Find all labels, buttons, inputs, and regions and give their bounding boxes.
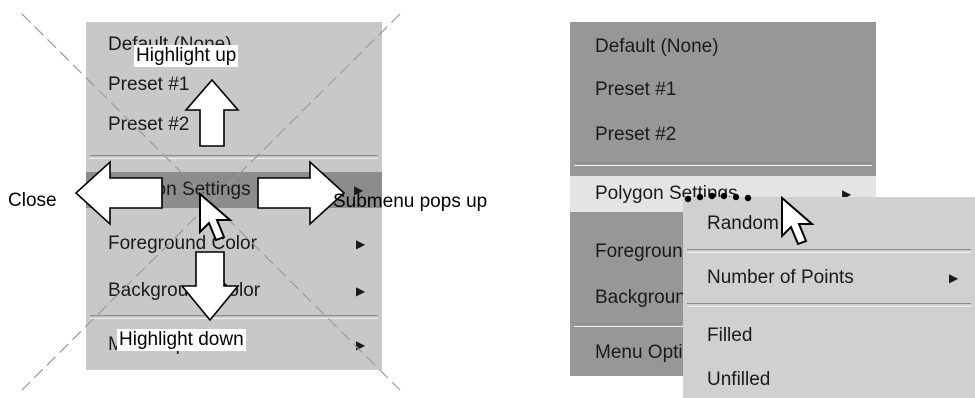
arrow-left-icon <box>74 160 163 226</box>
chevron-right-icon: ▶ <box>356 284 366 298</box>
menu-separator <box>687 303 971 307</box>
right-menu-item-label: Preset #1 <box>595 79 677 100</box>
submenu-item-label: Number of Points <box>707 267 854 288</box>
chevron-right-icon: ▶ <box>356 338 366 352</box>
submenu-item-label: Unfilled <box>707 369 771 390</box>
right-menu-item-default[interactable]: Default (None) <box>570 32 876 62</box>
arrow-right-icon <box>257 160 346 226</box>
right-menu-item-label: Preset #2 <box>595 124 677 145</box>
menu-separator <box>574 162 872 166</box>
submenu-item-label: Random <box>707 213 779 234</box>
left-menu-item-label: Preset #1 <box>108 74 190 95</box>
submenu-item-filled[interactable]: Filled <box>683 321 975 351</box>
chevron-right-icon: ▶ <box>949 271 959 285</box>
submenu-item-unfilled[interactable]: Unfilled <box>683 365 975 395</box>
submenu-item-number-of-points[interactable]: Number of Points ▶ <box>683 263 975 293</box>
chevron-right-icon: ▶ <box>356 237 366 251</box>
annotation-submenu-pops-up: Submenu pops up <box>333 191 488 212</box>
menu-separator <box>687 249 971 253</box>
submenu-item-label: Filled <box>707 325 753 346</box>
submenu-item-random[interactable]: Random <box>683 209 975 239</box>
annotation-highlight-down: Highlight down <box>117 329 246 351</box>
right-menu-item-preset2[interactable]: Preset #2 <box>570 120 876 150</box>
mouse-pointer-icon <box>781 195 815 246</box>
menu-separator <box>90 155 378 159</box>
chevron-right-icon: ▶ <box>842 187 852 201</box>
right-menu-item-label: Default (None) <box>595 36 719 57</box>
right-menu-item-preset1[interactable]: Preset #1 <box>570 75 876 105</box>
pointer-trail-icon <box>684 192 752 203</box>
left-menu-item-preset1[interactable]: Preset #1 <box>86 70 382 100</box>
menu-separator <box>90 315 378 319</box>
arrow-down-icon <box>180 251 240 322</box>
annotation-close: Close <box>8 190 57 211</box>
arrow-up-icon <box>184 78 240 147</box>
chevron-right-icon: ▶ <box>354 183 364 197</box>
mouse-pointer-icon <box>199 191 233 242</box>
annotation-highlight-up: Highlight up <box>134 45 239 67</box>
polygon-settings-submenu: Random Number of Points ▶ Filled Unfille… <box>683 197 975 398</box>
